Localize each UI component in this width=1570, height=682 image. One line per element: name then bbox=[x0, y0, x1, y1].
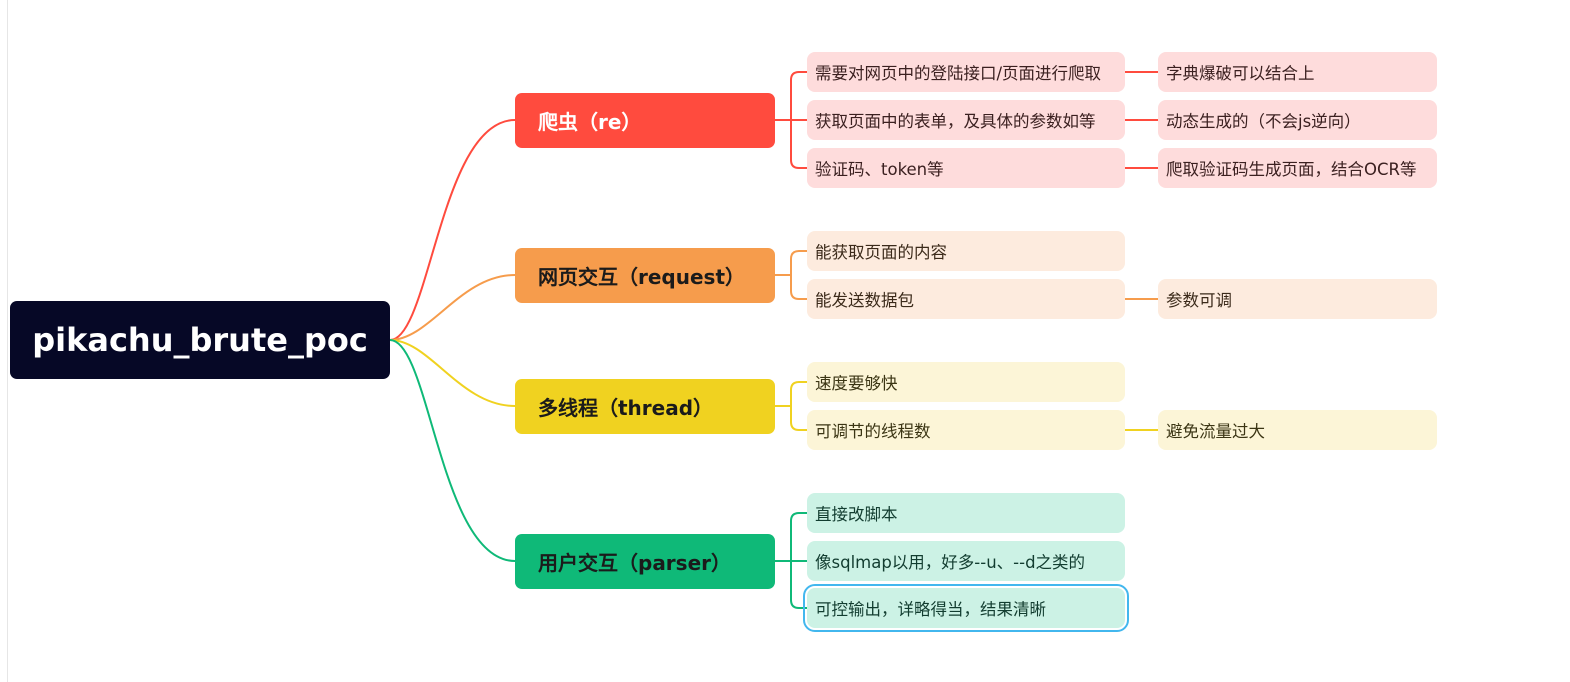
crawler-child-dynamic[interactable]: 动态生成的（不会js逆向） bbox=[1158, 100, 1437, 140]
crawler-child-dictionary[interactable]: 字典爆破可以结合上 bbox=[1158, 52, 1437, 92]
parser-item-sqlmap-args[interactable]: 像sqlmap以用，好多--u、--d之类的 bbox=[807, 541, 1125, 581]
link-root-crawler bbox=[389, 119, 516, 341]
crawler-item-captcha-token[interactable]: 验证码、token等 bbox=[807, 148, 1125, 188]
link-thread-items bbox=[790, 381, 807, 431]
link-root-parser bbox=[389, 339, 516, 562]
thread-child-traffic[interactable]: 避免流量过大 bbox=[1158, 410, 1437, 450]
branch-crawler[interactable]: 爬虫（re） bbox=[515, 93, 775, 148]
request-item-send-packet[interactable]: 能发送数据包 bbox=[807, 279, 1125, 319]
crawler-child-ocr[interactable]: 爬取验证码生成页面，结合OCR等 bbox=[1158, 148, 1437, 188]
parser-item-output-control[interactable]: 可控输出，详略得当，结果清晰 bbox=[803, 584, 1129, 632]
request-child-params[interactable]: 参数可调 bbox=[1158, 279, 1437, 319]
crawler-item-login-page[interactable]: 需要对网页中的登陆接口/页面进行爬取 bbox=[807, 52, 1125, 92]
root-node[interactable]: pikachu_brute_poc bbox=[10, 301, 390, 379]
link-root-request bbox=[389, 274, 516, 341]
thread-item-thread-count[interactable]: 可调节的线程数 bbox=[807, 410, 1125, 450]
branch-parser[interactable]: 用户交互（parser） bbox=[515, 534, 775, 589]
link-root-thread bbox=[389, 339, 516, 407]
canvas-left-border bbox=[7, 0, 8, 682]
link-request-items bbox=[790, 250, 807, 300]
branch-request[interactable]: 网页交互（request） bbox=[515, 248, 775, 303]
request-item-get-content[interactable]: 能获取页面的内容 bbox=[807, 231, 1125, 271]
crawler-item-form-params[interactable]: 获取页面中的表单，及具体的参数如等 bbox=[807, 100, 1125, 140]
parser-item-edit-script[interactable]: 直接改脚本 bbox=[807, 493, 1125, 533]
thread-item-speed[interactable]: 速度要够快 bbox=[807, 362, 1125, 402]
branch-thread[interactable]: 多线程（thread） bbox=[515, 379, 775, 434]
